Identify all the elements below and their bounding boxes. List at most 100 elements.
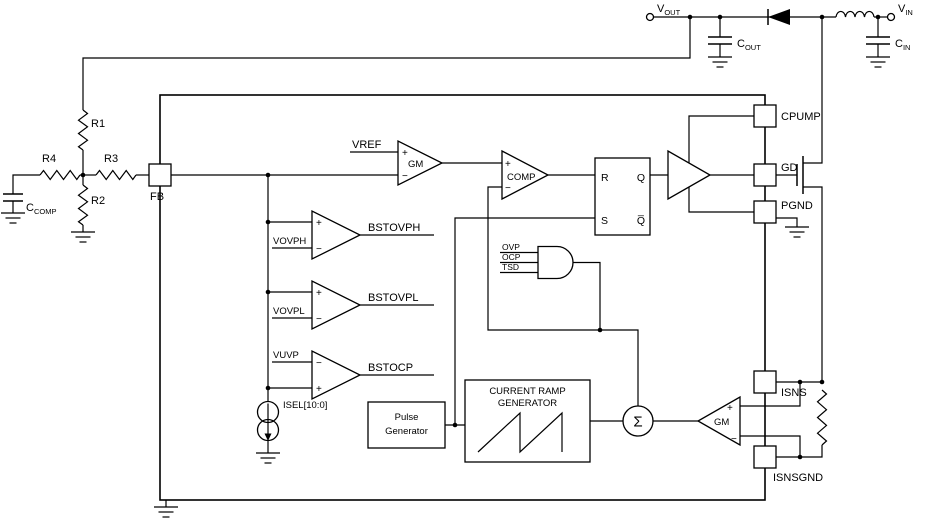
isel-current-source: ISEL[10:0] (256, 400, 327, 442)
vout-terminal (645, 12, 655, 22)
pin-isns-box (753, 370, 777, 394)
latch-q-label: Q (637, 172, 645, 184)
plus-sign: + (402, 148, 408, 159)
ccomp-label: CCOMP (26, 202, 56, 216)
rs-latch: R Q S Q̅ (594, 157, 651, 236)
ground-icon-cin (866, 56, 890, 68)
vovph-label: VOVPH (273, 236, 306, 247)
bstovph-label: BSTOVPH (368, 222, 420, 234)
ocp-label: OCP (502, 252, 521, 262)
r2-label: R2 (91, 195, 105, 207)
bstovpl-label: BSTOVPL (368, 292, 419, 304)
resistor-r3 (95, 169, 137, 181)
pin-fb-label: FB (150, 191, 164, 203)
comparator-vuvp: − + VUVP BSTOCP (273, 349, 413, 401)
summing-node: Σ (622, 405, 654, 437)
capacitor-cin (866, 36, 890, 45)
pin-gd-label: GD (781, 162, 798, 174)
gate-driver (667, 149, 712, 201)
ramp-generator: CURRENT RAMP GENERATOR (464, 379, 591, 463)
minus-sign: − (316, 244, 322, 255)
wire-summer-to-comp (487, 186, 639, 406)
ground-icon-pgnd (785, 226, 809, 238)
plus-sign: + (727, 403, 733, 414)
pin-fb-box (148, 163, 172, 187)
pin-gd-box (753, 163, 777, 187)
current-amp-label: GM (714, 417, 729, 428)
pin-isnsgnd-label: ISNSGND (773, 472, 823, 484)
pin-fb: FB (148, 163, 172, 203)
error-amp-label: GM (408, 159, 423, 170)
latch-r-label: R (601, 172, 609, 184)
resistor-r4 (39, 169, 81, 181)
vovpl-label: VOVPL (273, 306, 305, 317)
current-arrow-icon (264, 433, 272, 441)
pin-isnsgnd: ISNSGND (753, 445, 823, 484)
wire-pgnd-rail (688, 187, 754, 213)
wire-protection-out (573, 261, 601, 330)
wire-drain (803, 17, 823, 164)
resistor-r2 (77, 184, 89, 226)
wires (12, 16, 888, 458)
r3-label: R3 (104, 153, 118, 165)
sawtooth-waveform-icon (477, 411, 563, 454)
minus-sign: − (731, 434, 737, 445)
ramp-gen-label-2: GENERATOR (498, 398, 557, 409)
diode (767, 9, 790, 25)
capacitor-ccomp (3, 193, 23, 202)
ground-icon-isel (256, 452, 280, 464)
comparator-vovpl: + − VOVPL BSTOVPL (273, 279, 419, 331)
pin-cpump-box (753, 104, 777, 128)
ground-icon-cout (708, 56, 732, 68)
pin-cpump: CPUMP (753, 104, 821, 128)
wire-source (803, 186, 823, 382)
bstocp-label: BSTOCP (368, 362, 413, 374)
pin-pgnd-label: PGND (781, 200, 813, 212)
ic-outline (159, 94, 766, 501)
protection-and-gate: OVP OCP TSD (502, 242, 574, 280)
pin-isns-label: ISNS (781, 387, 807, 399)
plus-sign: + (316, 384, 322, 395)
pwm-comparator: + − COMP (501, 149, 550, 201)
junction-dots (80, 14, 881, 460)
inductor (835, 10, 875, 18)
pin-isns: ISNS (753, 370, 807, 399)
current-sense-amplifier: + − GM (696, 395, 741, 447)
plus-sign: + (316, 218, 322, 229)
vout-label: VOUT (657, 3, 681, 17)
minus-sign: − (316, 314, 322, 325)
vref-label: VREF (352, 139, 382, 151)
cout-label: COUT (737, 38, 761, 52)
mosfet (796, 156, 804, 194)
comparator-vovph: + − VOVPH BSTOVPH (273, 209, 420, 261)
vin-label: VIN (898, 3, 913, 17)
sigma-label: Σ (633, 414, 642, 431)
ground-icon-r2 (71, 231, 95, 243)
capacitor-cout (708, 36, 732, 45)
minus-sign: − (316, 358, 322, 369)
minus-sign: − (505, 183, 511, 194)
latch-qbar-label: Q̅ (637, 215, 645, 227)
error-amplifier: + − GM (397, 139, 444, 187)
cin-label: CIN (895, 38, 910, 52)
vuvp-label: VUVP (273, 350, 299, 361)
pulse-gen-label-2: Generator (385, 426, 428, 437)
pin-pgnd: PGND (753, 200, 813, 224)
ovp-label: OVP (502, 242, 520, 252)
pulse-gen-label-1: Pulse (395, 412, 419, 423)
ramp-gen-label-1: CURRENT RAMP (489, 386, 565, 397)
isel-label: ISEL[10:0] (283, 400, 327, 411)
resistor-r1 (77, 109, 89, 151)
pin-cpump-label: CPUMP (781, 111, 821, 123)
latch-s-label: S (601, 215, 608, 227)
tsd-label: TSD (502, 262, 519, 272)
wire-cpump-rail (688, 115, 754, 163)
pin-gd: GD (753, 162, 798, 187)
sense-resistor (816, 389, 828, 446)
pwm-comparator-label: COMP (507, 172, 536, 183)
plus-sign: + (316, 288, 322, 299)
wire-clock-to-s (454, 217, 595, 425)
wire-vout-feedback (82, 17, 691, 110)
